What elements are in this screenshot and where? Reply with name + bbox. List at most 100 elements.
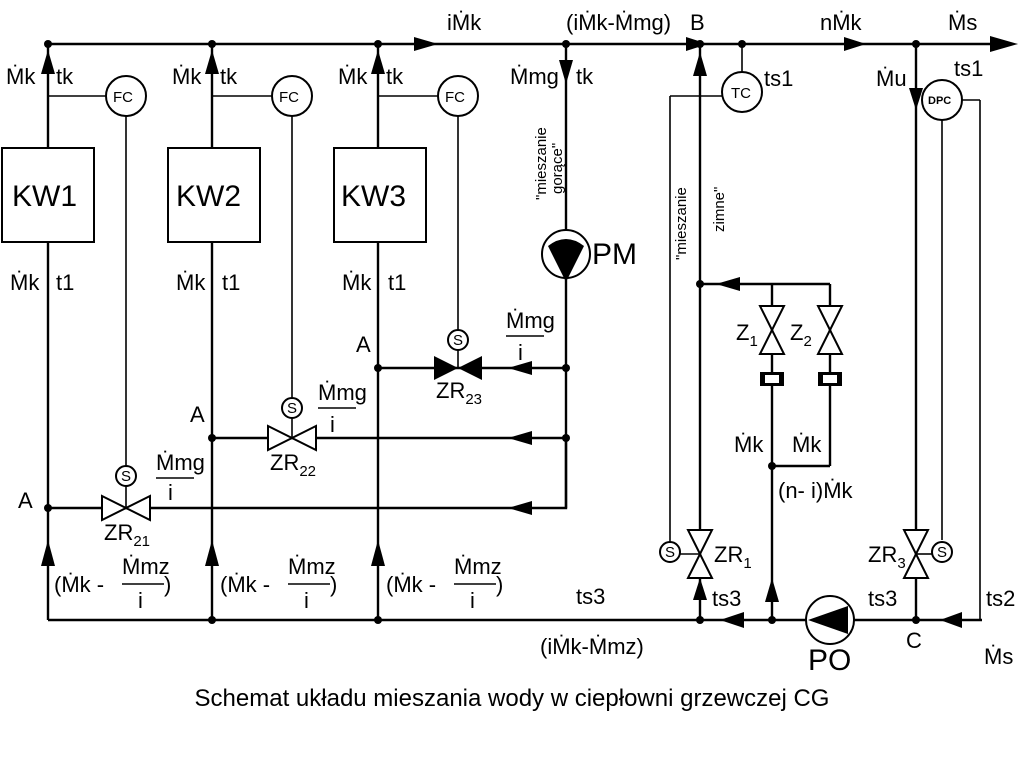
- flow-n-minus-i: (n- i)Ṁk: [778, 478, 854, 503]
- mg-frac-2-den: i: [330, 412, 335, 437]
- fc-label: FC: [279, 89, 299, 106]
- circulation-pump: PO: [805, 595, 855, 677]
- valve-zr22-label: ZR22: [270, 450, 316, 480]
- boiler1-in-flow: Ṁk: [10, 270, 40, 295]
- return-temp-ts2: ts2: [986, 586, 1015, 611]
- flow-ms-in: Ṁs: [984, 644, 1013, 669]
- boiler-kw3: [333, 147, 427, 243]
- return-branch-1-den: i: [138, 588, 143, 613]
- return-temp-ts3: ts3: [576, 584, 605, 609]
- cold-mk2: Ṁk: [792, 432, 822, 457]
- annotations: "mieszanie gorące" "mieszanie zimne": [533, 127, 728, 260]
- actuator-label: S: [937, 544, 947, 561]
- return-branch-2-num: Ṁmz: [288, 554, 336, 579]
- node-b-label: B: [690, 10, 705, 35]
- supply-header: [44, 36, 1018, 52]
- boiler-column-3: KW3 FC: [333, 44, 479, 620]
- node-c-label: C: [906, 628, 922, 653]
- boiler1-out-temp: tk: [56, 64, 74, 89]
- boiler1-out-flow: Ṁk: [6, 64, 36, 89]
- valve-zr3-label: ZR3: [868, 542, 906, 572]
- fc-label: FC: [445, 89, 465, 106]
- boiler3-in-temp: t1: [388, 270, 406, 295]
- fc-label: FC: [113, 89, 133, 106]
- mixing-pump-label: PM: [592, 238, 637, 271]
- supply-temp-ts1: ts1: [764, 66, 793, 91]
- return-branch-2-open: (Ṁk -: [220, 572, 270, 597]
- boiler2-in-temp: t1: [222, 270, 240, 295]
- branch-zr21: S ZR21: [44, 438, 568, 550]
- hot-mix-label-1: "mieszanie: [533, 127, 550, 200]
- return-branch-1-open: (Ṁk -: [54, 572, 104, 597]
- cold-mix-label-1: "mieszanie: [673, 187, 690, 260]
- hot-mixing-line: PM: [541, 44, 637, 508]
- actuator-label: S: [453, 332, 463, 349]
- flow-top-s: Ṁs: [948, 10, 977, 35]
- bypass-zr3: DPC S ZR3: [868, 44, 981, 620]
- boiler-label: KW2: [176, 180, 241, 213]
- boiler3-in-flow: Ṁk: [342, 270, 372, 295]
- boiler-label: KW1: [12, 180, 77, 213]
- boiler-label: KW3: [341, 180, 406, 213]
- actuator-label: S: [121, 468, 131, 485]
- valve-z1-label: Z1: [736, 320, 758, 350]
- return-branch-3-den: i: [470, 588, 475, 613]
- cold-mixing-line: TC S ZR1: [659, 44, 830, 620]
- flow-top-n: nṀk: [820, 10, 863, 35]
- flow-controller-3: [437, 75, 479, 117]
- boiler2-out-flow: Ṁk: [172, 64, 202, 89]
- valve-actuator-zr22: [281, 397, 303, 419]
- pressure-differential-controller: [921, 79, 963, 121]
- diagram-caption: Schemat układu mieszania wody w ciepłown…: [195, 685, 830, 712]
- flow-controller-2: [271, 75, 313, 117]
- boiler3-out-temp: tk: [386, 64, 404, 89]
- flow-mu: Ṁu: [876, 66, 907, 91]
- mg-frac-3-num: Ṁmg: [506, 308, 555, 333]
- mg-flow: Ṁmg: [510, 64, 559, 89]
- boiler-kw1: [1, 147, 95, 243]
- return-branch-3-open: (Ṁk -: [386, 572, 436, 597]
- node-a-label: A: [356, 332, 371, 357]
- valve-zr21-label: ZR21: [104, 520, 150, 550]
- boiler-kw2: [167, 147, 261, 243]
- valve-actuator-zr1: [659, 541, 681, 563]
- mg-frac-3-den: i: [518, 340, 523, 365]
- flow-top-mixed: (iṀk-Ṁmg): [566, 10, 671, 35]
- branch-zr23: S ZR23: [374, 329, 566, 408]
- mg-temp: tk: [576, 64, 594, 89]
- return-branch-2-den: i: [304, 588, 309, 613]
- hot-mix-label-2: gorące": [549, 143, 566, 194]
- actuator-label: S: [665, 544, 675, 561]
- node-a-label: A: [18, 488, 33, 513]
- valve-actuator-zr23: [447, 329, 469, 351]
- valve-actuator-zr21: [115, 465, 137, 487]
- return-branch-2-close: ): [330, 572, 337, 597]
- boiler-column-1: KW1 FC: [1, 44, 147, 620]
- return-branch-1-num: Ṁmz: [122, 554, 170, 579]
- flow-controller-1: [105, 75, 147, 117]
- return-temp-ts3-c: ts3: [868, 586, 897, 611]
- branch-zr22: S ZR22: [208, 397, 566, 480]
- return-branch-3-num: Ṁmz: [454, 554, 502, 579]
- valve-zr23-label: ZR23: [436, 378, 482, 408]
- node-a-label: A: [190, 402, 205, 427]
- mg-frac-2-num: Ṁmg: [318, 380, 367, 405]
- flow-bottom-total: (iṀk-Ṁmz): [540, 634, 644, 659]
- temperature-controller: [721, 71, 763, 113]
- return-branch-1-close: ): [164, 572, 171, 597]
- return-temp-ts3-b: ts3: [712, 586, 741, 611]
- mg-frac-1-den: i: [168, 480, 173, 505]
- boiler3-out-flow: Ṁk: [338, 64, 368, 89]
- boiler1-in-temp: t1: [56, 270, 74, 295]
- valve-z2-label: Z2: [790, 320, 812, 350]
- valve-zr1-label: ZR1: [714, 542, 752, 572]
- flow-top-total: iṀk: [447, 10, 482, 35]
- cold-mk1: Ṁk: [734, 432, 764, 457]
- boiler2-in-flow: Ṁk: [176, 270, 206, 295]
- return-branch-3-close: ): [496, 572, 503, 597]
- valve-actuator-zr3: [931, 541, 953, 563]
- isolation-valves: Z1 Z2: [736, 284, 844, 620]
- cold-mix-label-2: zimne": [711, 187, 728, 232]
- mg-frac-1-num: Ṁmg: [156, 450, 205, 475]
- boiler2-out-temp: tk: [220, 64, 238, 89]
